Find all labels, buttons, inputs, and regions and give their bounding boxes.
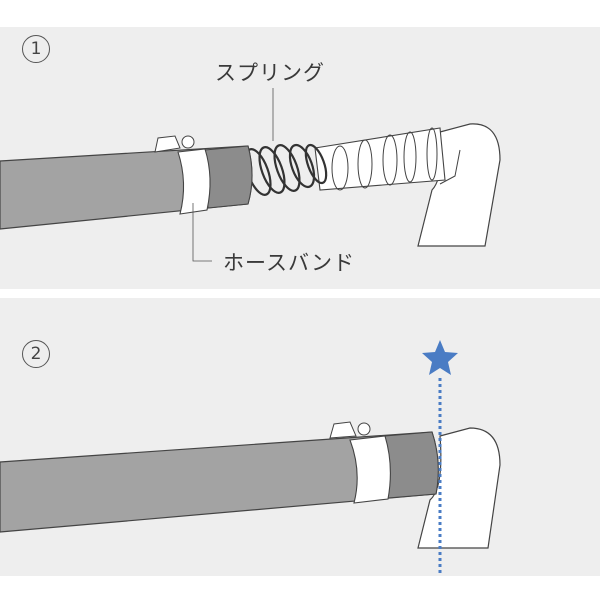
spring-label: スプリング — [215, 61, 325, 85]
hose-end — [204, 145, 253, 209]
connector-ridges — [331, 127, 438, 191]
connector — [314, 127, 446, 191]
star-icon — [422, 340, 458, 375]
spring — [244, 143, 328, 196]
step-number-badge: 2 — [22, 340, 50, 368]
band-clamp-housing — [154, 135, 181, 153]
band-leader-line — [192, 203, 212, 262]
band-screw — [357, 422, 371, 436]
elbow-detail-line — [439, 149, 461, 185]
band-screw — [181, 135, 195, 149]
hose-band — [349, 435, 391, 504]
hose-band-label: ホースバンド — [223, 251, 355, 275]
hose-band — [177, 148, 211, 215]
step-2-illustration — [0, 340, 501, 576]
band-clamp-housing — [329, 421, 357, 439]
step-1-illustration — [0, 88, 501, 262]
step-number-badge: 1 — [22, 35, 50, 63]
hose-end — [384, 431, 439, 499]
step-2-panel: 2 — [0, 298, 600, 576]
step-1-panel: 1 スプリング ホースバンド — [0, 27, 600, 289]
